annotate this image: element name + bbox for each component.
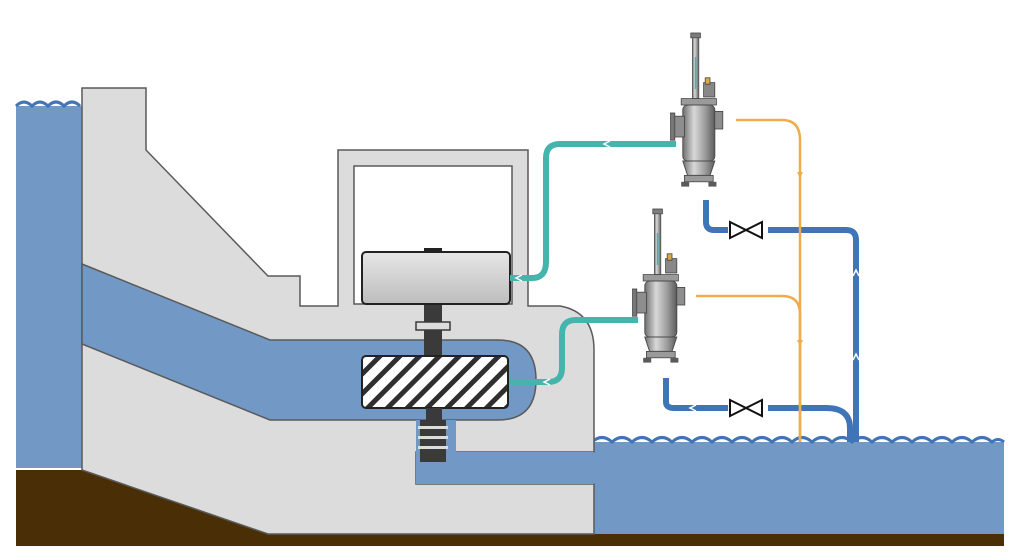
cooling-flow-arrows bbox=[514, 140, 611, 386]
cooling-supply-lines bbox=[510, 141, 676, 385]
shaft-bearing bbox=[415, 321, 451, 331]
draft-tube bbox=[416, 420, 594, 484]
upper-drain-line bbox=[736, 118, 802, 442]
gate-valve-icon[interactable] bbox=[728, 398, 768, 418]
ground bbox=[16, 470, 1004, 546]
self-cleaning-strainer-icon[interactable] bbox=[632, 208, 686, 364]
drain-flow-arrows bbox=[797, 172, 803, 346]
upper-cooling-line bbox=[510, 141, 676, 281]
upper-return-line bbox=[703, 200, 859, 442]
lower-drain-line bbox=[696, 294, 802, 442]
self-cleaning-strainer-icon[interactable] bbox=[670, 32, 724, 188]
drain-lines bbox=[696, 118, 802, 442]
tailwater bbox=[590, 436, 1005, 534]
generator bbox=[361, 248, 511, 305]
return-flow-arrows bbox=[688, 268, 860, 412]
turbine-shaft bbox=[424, 304, 442, 358]
reservoir-water bbox=[14, 100, 82, 468]
draft-cone bbox=[418, 408, 448, 462]
lower-cooling-line bbox=[510, 317, 638, 385]
turbine-runner bbox=[361, 355, 509, 409]
gate-valve-icon[interactable] bbox=[728, 220, 768, 240]
